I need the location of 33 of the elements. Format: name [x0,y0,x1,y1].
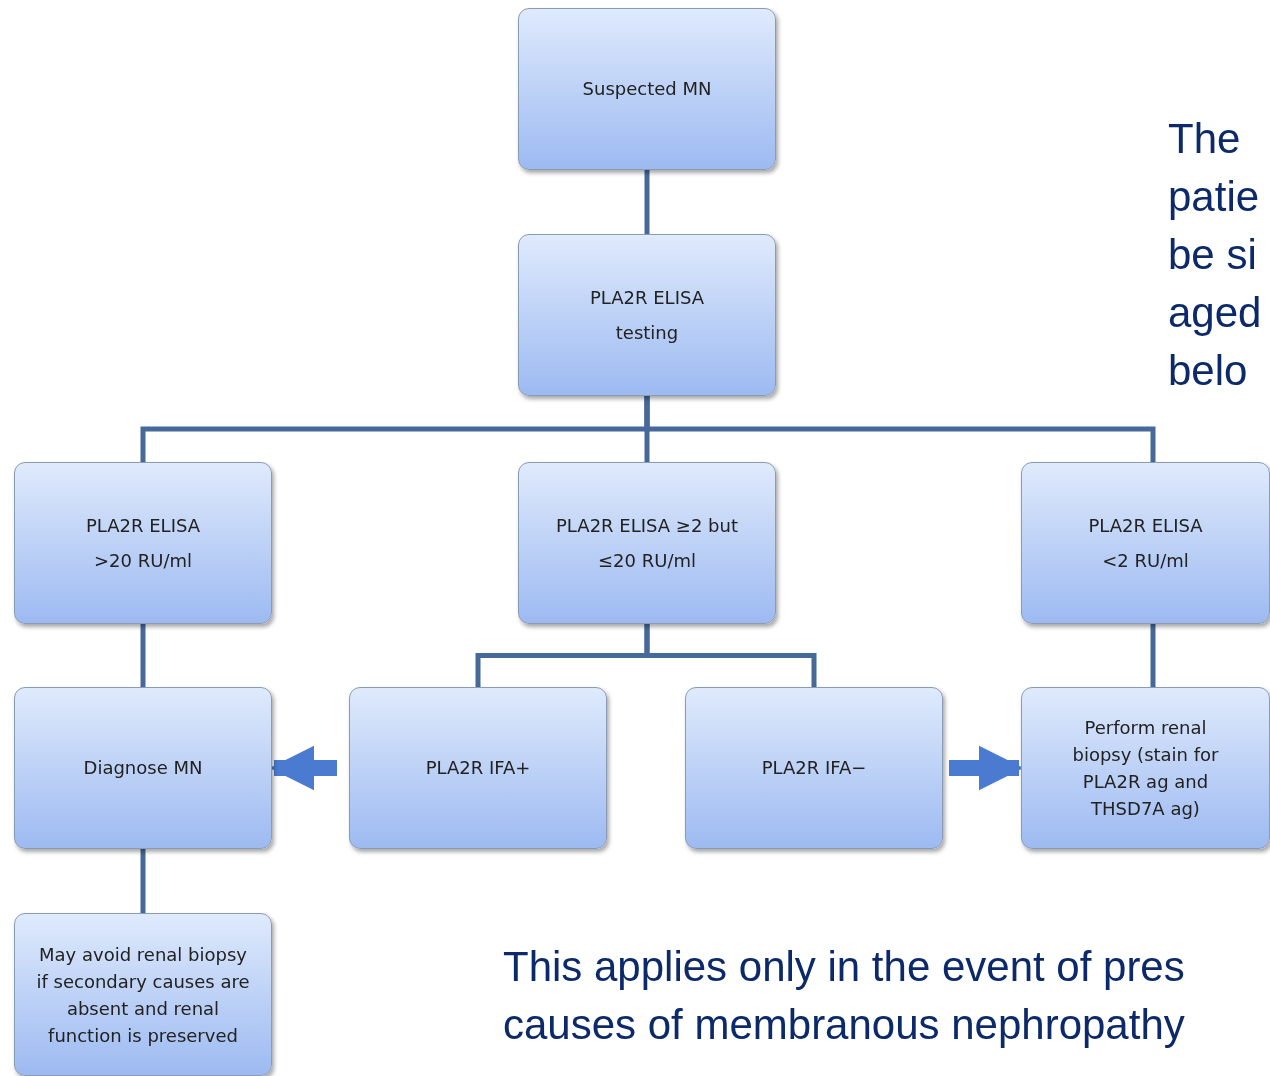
connector-line [644,170,650,234]
process-box [1021,687,1270,849]
process-box [518,234,776,396]
process-box [518,8,776,170]
box-text: PLA2R IFA+ [425,756,531,781]
box-text: May avoid renal biopsy if secondary causes are absent and renal function is preserved [35,942,251,1048]
box-text: Diagnose MN [83,756,203,781]
note-text: aged [1168,292,1262,334]
process-box [14,913,272,1076]
connector-line [1150,624,1156,687]
process-box [518,462,776,624]
note-text: The [1168,118,1241,160]
note-text: be si [1168,234,1257,276]
connector-line [644,396,1156,462]
box-text: PLA2R ELISA >20 RU/ml [84,513,202,573]
box-text: PLA2R ELISA ≥2 but ≤20 RU/ml [555,513,739,573]
box-text: Perform renal biopsy (stain for PLA2R ag and THSD7A ag) [1071,716,1220,821]
note-text: belo [1168,350,1248,392]
note-text: patie [1168,176,1260,218]
box-text: PLA2R IFA− [761,756,867,781]
process-box [685,687,943,849]
process-box [14,462,272,624]
process-box [1021,462,1270,624]
box-text: Suspected MN [582,77,712,102]
connector-line [644,624,817,687]
box-text: PLA2R ELISA <2 RU/ml [1087,513,1204,573]
process-box [349,687,607,849]
note-text: This applies only in the event of pres [503,946,1185,988]
connector-line [140,849,146,913]
note-text: causes of membranous nephropathy [503,1004,1185,1046]
process-box [14,687,272,849]
connector-line [140,624,146,687]
box-text: PLA2R ELISA testing [588,285,706,345]
